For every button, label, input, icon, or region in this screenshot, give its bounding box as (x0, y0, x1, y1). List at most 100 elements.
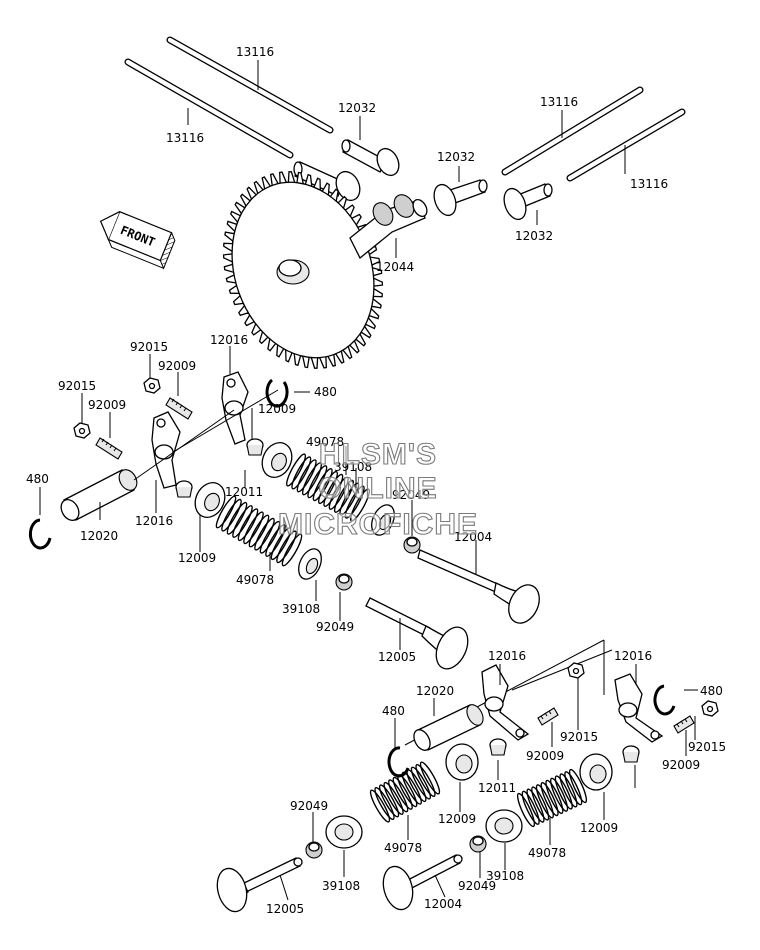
label-stud-d: 92009 (662, 758, 700, 772)
seal-c (305, 841, 323, 859)
camshaft (349, 194, 428, 260)
seat-a (371, 504, 395, 536)
label-spring-c: 49078 (384, 841, 422, 855)
label-collet-a: 12011 (225, 485, 263, 499)
valve-exhaust-upper (417, 549, 540, 624)
nut-d (701, 700, 719, 717)
label-circlip-a: 480 (314, 385, 337, 399)
label-seal-d: 92049 (458, 879, 496, 893)
leader-lines (39, 60, 698, 901)
label-retainer-b: 12009 (178, 551, 216, 565)
pushrod-top-right (501, 86, 644, 176)
watermark-line-1: HLSM'S (319, 438, 437, 471)
label-rocker-arm-bottom-left: 12016 (488, 649, 526, 663)
label-nut-d: 92015 (688, 740, 726, 754)
circlip-d (653, 684, 676, 716)
tappet-right-top (433, 179, 488, 217)
seal-b (335, 573, 353, 591)
label-spring-a: 49078 (306, 435, 344, 449)
label-camshaft: 12044 (376, 260, 414, 274)
stud-d (673, 715, 695, 734)
pushrod-mid-left (124, 58, 294, 159)
label-circlip-c: 480 (382, 704, 405, 718)
label-valve-int-a: 12005 (378, 650, 416, 664)
label-seal-b: 92049 (316, 620, 354, 634)
label-valve-int-b: 12005 (266, 902, 304, 916)
tappet-left-upper (341, 139, 400, 177)
label-nut-b: 92015 (58, 379, 96, 393)
valve-exhaust-lower (382, 854, 463, 911)
label-rocker-arm-mid: 12016 (135, 514, 173, 528)
spring-a (285, 453, 371, 522)
label-seal-c: 92049 (290, 799, 328, 813)
retainer-a (261, 441, 293, 479)
seal-d (469, 835, 487, 853)
nut-c (567, 662, 585, 679)
label-seal-a: 92049 (392, 488, 430, 502)
label-nut-c: 92015 (560, 730, 598, 744)
label-tappet-right-top: 12032 (437, 150, 475, 164)
valve-intake-lower (216, 857, 303, 913)
label-circlip-b: 480 (26, 472, 49, 486)
stud-b (95, 437, 123, 460)
label-circlip-d: 480 (700, 684, 723, 698)
label-pushrod-top-right: 13116 (540, 95, 578, 109)
watermark-line-2: ONLINE (318, 472, 437, 505)
label-rocker-arm-bottom-right: 12016 (614, 649, 652, 663)
valve-intake-upper (365, 597, 469, 670)
label-tappet-right-bottom: 12032 (515, 229, 553, 243)
label-shaft-b: 12020 (416, 684, 454, 698)
rocker-arm-bottom-right (614, 673, 664, 743)
pushrod-mid-right (566, 108, 686, 182)
stud-a (165, 397, 193, 420)
seal-a (403, 536, 421, 554)
rocker-shaft-right (413, 704, 484, 751)
circlip-b (28, 518, 52, 550)
nut-a (143, 377, 161, 394)
stud-c (537, 707, 559, 726)
front-arrow: FRONT (99, 210, 176, 270)
label-collet-c: 12011 (478, 781, 516, 795)
label-shaft-a: 12020 (80, 529, 118, 543)
rocker-arm-top (221, 371, 249, 445)
collet-a (246, 438, 264, 456)
retainer-c (445, 743, 479, 781)
label-tappet-left: 12032 (338, 101, 376, 115)
label-retainer-a: 12009 (258, 402, 296, 416)
seat-c (325, 815, 363, 849)
tappet-right-bottom (503, 183, 553, 221)
label-retainer-d: 12009 (580, 821, 618, 835)
label-seat-c: 39108 (322, 879, 360, 893)
label-rocker-arm-top: 12016 (210, 333, 248, 347)
retainer-b (194, 481, 226, 519)
label-pushrod-mid-right: 13116 (630, 177, 668, 191)
retainer-d (579, 753, 613, 791)
seat-b (298, 548, 322, 580)
watermark-line-3: MICROFICHE (278, 508, 478, 541)
spring-c (369, 761, 441, 823)
pushrod-top-left (166, 36, 334, 134)
circlip-c (387, 746, 410, 778)
label-seat-a: 39108 (334, 460, 372, 474)
label-stud-c: 92009 (526, 749, 564, 763)
label-spring-d: 49078 (528, 846, 566, 860)
label-valve-exh-b: 12004 (424, 897, 462, 911)
collet-b (175, 480, 193, 498)
rocker-arm-bottom-left (481, 664, 530, 741)
nut-b (73, 422, 91, 439)
label-stud-a: 92009 (158, 359, 196, 373)
rocker-shaft-left (60, 469, 138, 521)
circlip-a (265, 378, 289, 408)
spring-b (215, 495, 303, 567)
label-pushrod-mid-left: 13116 (166, 131, 204, 145)
camshaft-gear (222, 171, 384, 369)
label-retainer-c: 12009 (438, 812, 476, 826)
label-stud-b: 92009 (88, 398, 126, 412)
part-labels: 13116 13116 12032 13116 13116 12032 1203… (26, 45, 726, 916)
label-pushrod-top-left: 13116 (236, 45, 274, 59)
label-seat-d: 39108 (486, 869, 524, 883)
label-nut-a: 92015 (130, 340, 168, 354)
label-valve-exh-a: 12004 (454, 530, 492, 544)
label-seat-b: 39108 (282, 602, 320, 616)
